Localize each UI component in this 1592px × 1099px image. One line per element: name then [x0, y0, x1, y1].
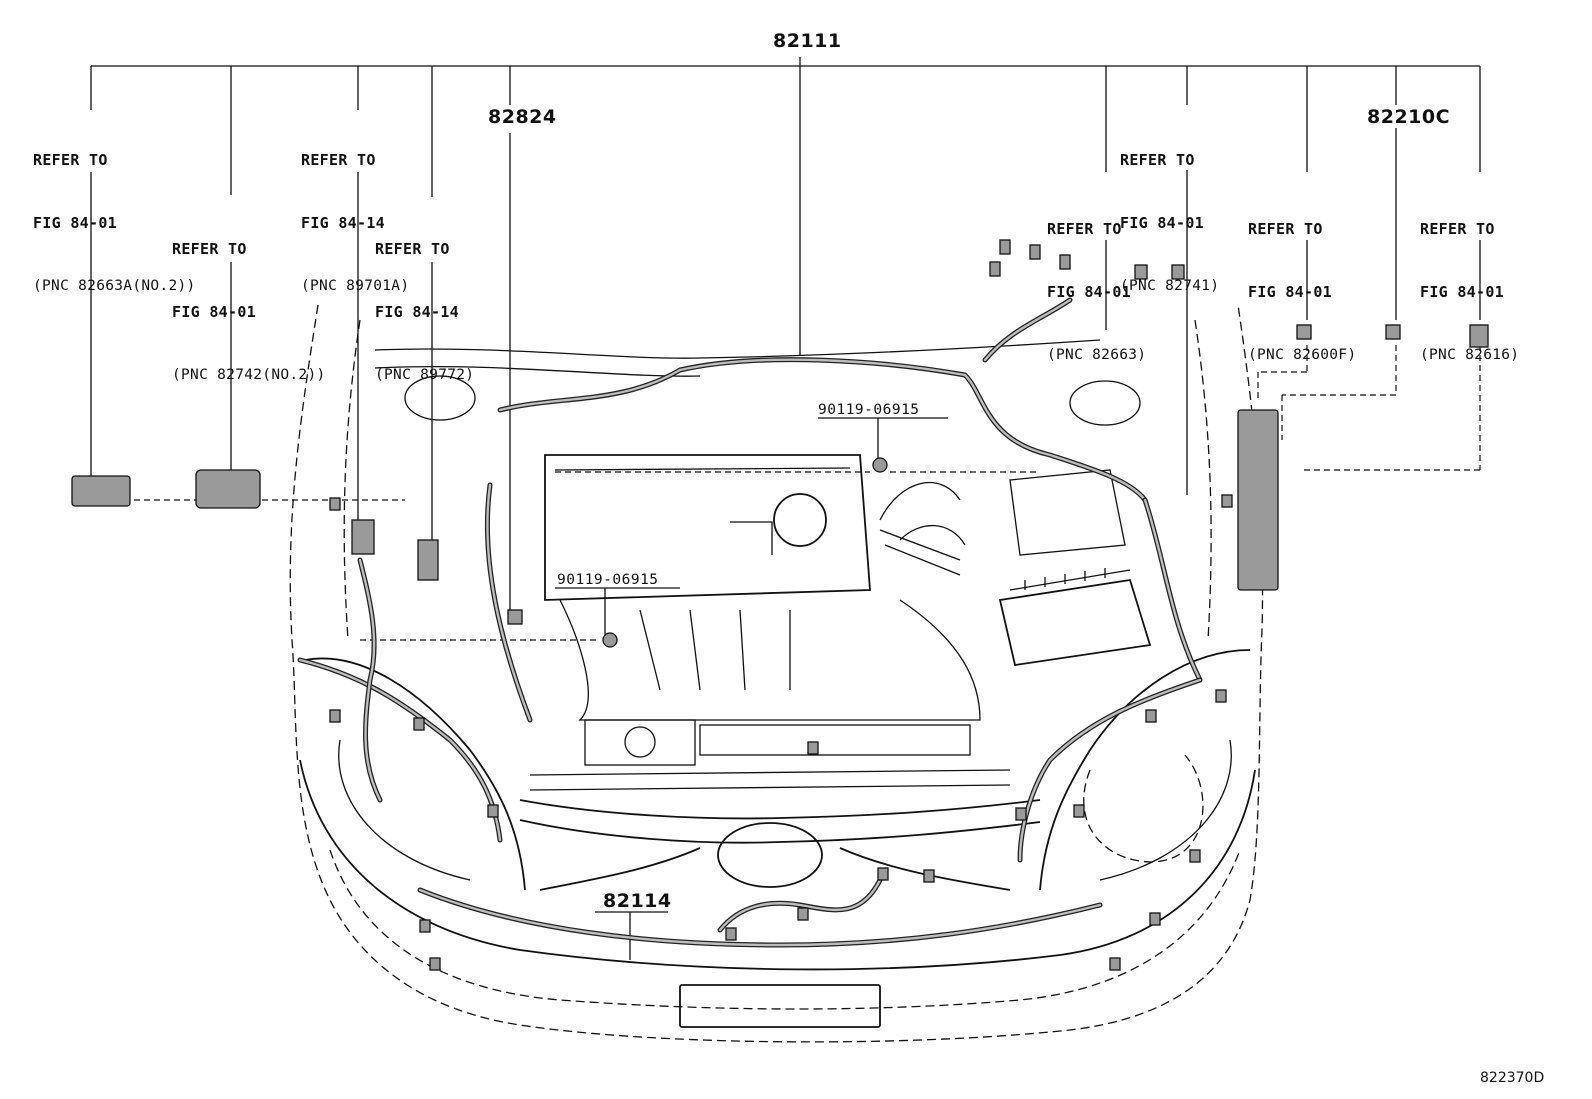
callout-line: (PNC 82741)	[1120, 278, 1220, 294]
callout-line: (PNC 82616)	[1420, 347, 1520, 363]
callout-82741: REFER TO FIG 84-01 (PNC 82741)	[1120, 108, 1219, 318]
callout-line: REFER TO	[172, 240, 247, 258]
callout-line: REFER TO	[33, 151, 108, 169]
engine-block	[529, 454, 1152, 791]
callout-82600f: REFER TO FIG 84-01 (PNC 82600F)	[1248, 177, 1356, 387]
callout-line: FIG 84-01	[1120, 214, 1204, 232]
callout-line: (PNC 82663)	[1047, 347, 1147, 363]
callout-89772: REFER TO FIG 84-14 (PNC 89772)	[375, 197, 474, 407]
callout-82663: REFER TO FIG 84-01 (PNC 82663)	[1047, 177, 1146, 387]
callout-82663a: REFER TO FIG 84-01 (PNC 82663A(NO.2))	[33, 108, 196, 318]
callout-89701a: REFER TO FIG 84-14 (PNC 89701A)	[301, 108, 409, 318]
callout-line: REFER TO	[375, 240, 450, 258]
callout-line: FIG 84-01	[33, 214, 117, 232]
part-number-main: 82111	[773, 30, 842, 52]
figure-id: 822370D	[1480, 1070, 1545, 1086]
callout-line: REFER TO	[1420, 220, 1495, 238]
callout-line: FIG 84-14	[301, 214, 385, 232]
callout-82742: REFER TO FIG 84-01 (PNC 82742(NO.2))	[172, 197, 326, 407]
wiring-harness	[297, 297, 1203, 948]
callout-line: REFER TO	[1120, 151, 1195, 169]
callout-line: FIG 84-01	[172, 303, 256, 321]
callout-line: FIG 84-14	[375, 303, 459, 321]
callout-line: (PNC 89772)	[375, 367, 475, 383]
callout-line: (PNC 82663A(NO.2))	[33, 278, 196, 294]
car-body	[289, 304, 1264, 1043]
callout-82616: REFER TO FIG 84-01 (PNC 82616)	[1420, 177, 1519, 387]
connectors	[71, 239, 1489, 971]
callout-line: (PNC 82600F)	[1248, 347, 1357, 363]
callout-line: (PNC 89701A)	[301, 278, 410, 294]
callout-line: FIG 84-01	[1047, 283, 1131, 301]
leader-lines	[90, 57, 1481, 960]
callout-line: REFER TO	[1047, 220, 1122, 238]
callout-line: (PNC 82742(NO.2))	[172, 367, 326, 383]
part-number-relay: 82824	[488, 106, 557, 128]
part-number-front-harness: 82114	[603, 890, 672, 912]
bolt-number-lower: 90119-06915	[557, 572, 659, 588]
part-number-ecu: 82210C	[1367, 106, 1451, 128]
callout-line: REFER TO	[301, 151, 376, 169]
callout-line: FIG 84-01	[1248, 283, 1332, 301]
callout-line: FIG 84-01	[1420, 283, 1504, 301]
bolt-number-upper: 90119-06915	[818, 402, 920, 418]
callout-line: REFER TO	[1248, 220, 1323, 238]
